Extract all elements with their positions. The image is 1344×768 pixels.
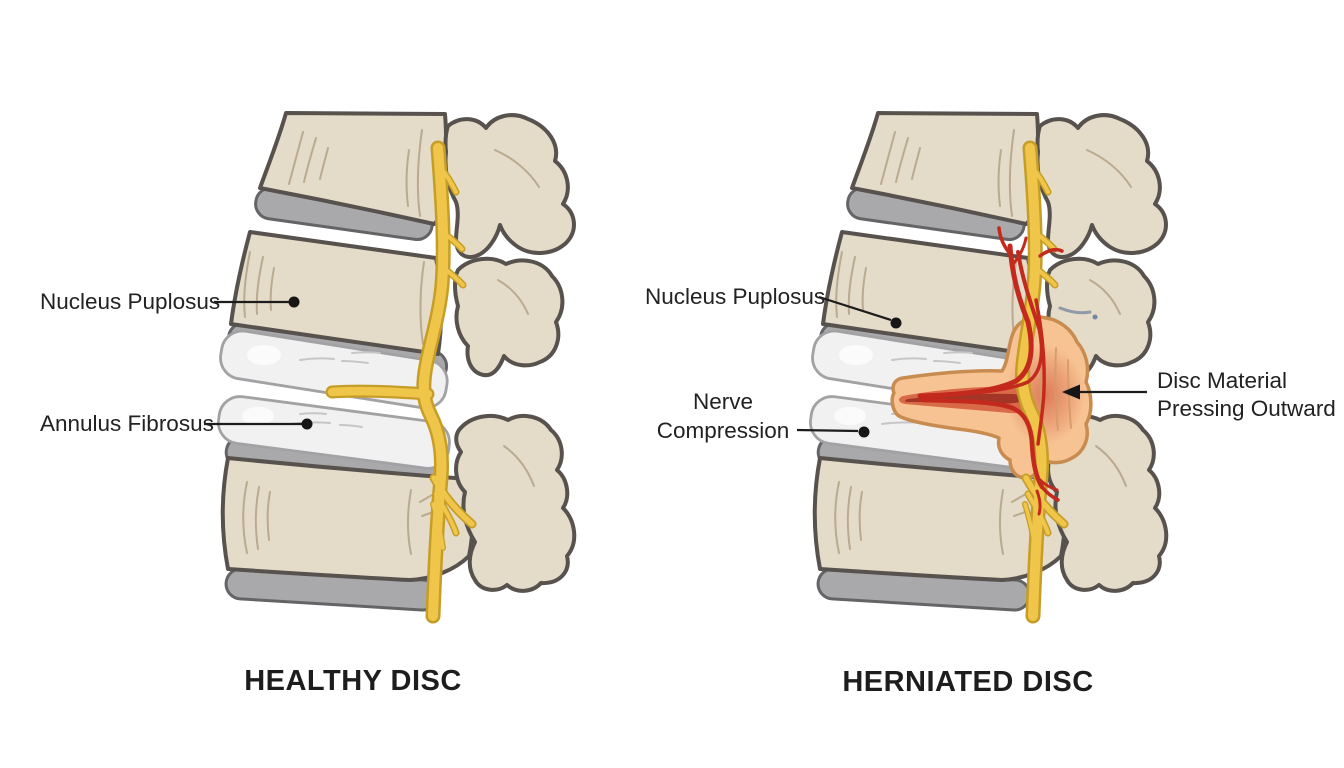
nerve-compression-leader-line bbox=[796, 428, 859, 433]
annotations: Nucleus Puplosus Annulus Fibrosus Nucleu… bbox=[40, 284, 1336, 698]
label-nucleus-pulposus-left: Nucleus Puplosus bbox=[40, 289, 220, 314]
healthy-disc-title: HEALTHY DISC bbox=[244, 665, 462, 697]
label-disc-material-line2: Pressing Outward bbox=[1157, 396, 1336, 421]
nucleus-leader-line-right bbox=[818, 295, 892, 322]
inflamed-nerve-fibers bbox=[917, 226, 1064, 516]
herniated-spine-illustration bbox=[805, 111, 1169, 624]
nerve-compression-leader-dot bbox=[858, 426, 870, 438]
healthy-spine-illustration bbox=[213, 111, 577, 624]
label-nerve-compression-line1: Nerve bbox=[693, 389, 753, 414]
disc-material-arrowhead bbox=[1062, 384, 1080, 400]
facet-shadow-dot bbox=[1092, 314, 1098, 320]
label-disc-material-line1: Disc Material bbox=[1157, 368, 1287, 393]
label-nucleus-pulposus-right: Nucleus Puplosus bbox=[645, 284, 825, 309]
herniated-disc-title: HERNIATED DISC bbox=[842, 666, 1093, 698]
annulus-leader-dot bbox=[301, 418, 313, 430]
spinal-nerve-root bbox=[325, 140, 477, 624]
nucleus-leader-dot-right bbox=[890, 317, 902, 329]
facet-shadow-line bbox=[1058, 306, 1092, 315]
nucleus-leader-dot-left bbox=[288, 296, 300, 308]
label-annulus-fibrosus: Annulus Fibrosus bbox=[40, 411, 214, 436]
label-nerve-compression-line2: Compression bbox=[657, 418, 790, 443]
